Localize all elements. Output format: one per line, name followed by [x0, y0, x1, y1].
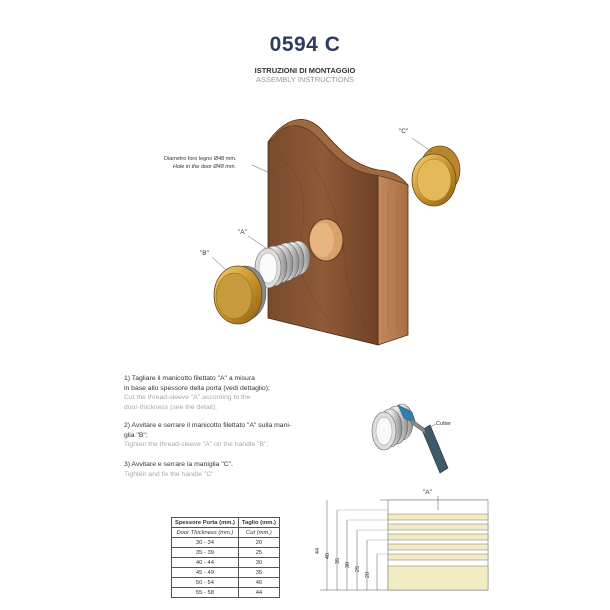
cutter-detail	[371, 403, 449, 474]
cut-detail-drawing	[320, 496, 489, 591]
table-header-thickness: Spessore Porta (mm.)	[171, 517, 239, 528]
label-b: "B"	[200, 250, 209, 257]
dim-label-20: 20	[365, 571, 372, 579]
table-cell: 30 - 34	[171, 537, 239, 548]
hole-leader-line	[251, 164, 291, 183]
table-cell: 44	[237, 587, 280, 598]
subtitle-italian: ISTRUZIONI DI MONTAGGIO	[254, 66, 356, 75]
label-a: "A"	[238, 229, 247, 236]
hole-caption-it: Diametro foro legno Ø48 mm.	[164, 156, 237, 162]
dim-label-25: 25	[355, 565, 362, 573]
step-1-en-line2: door-thickness (see the detail);	[124, 403, 217, 411]
subtitle-english: ASSEMBLY INSTRUCTIONS	[255, 75, 355, 84]
label-c: "C"	[399, 128, 409, 135]
table-subheader-row: Door Thickness (mm.) Cut (mm.)	[171, 527, 280, 538]
detail-label-a: "A"	[423, 489, 432, 496]
step-2-en-line1: Tighten the thread-sleeve "A" on the han…	[124, 441, 269, 448]
table-cell: 45 - 49	[171, 567, 239, 578]
table-cell: 55 - 58	[171, 587, 239, 598]
dim-label-35: 35	[335, 557, 342, 565]
table-cell: 30	[237, 557, 280, 568]
dim-label-40: 40	[325, 552, 332, 560]
table-cell: 25	[237, 547, 280, 558]
step-1: 1) Tagliare il manicotto filettato "A" a…	[124, 374, 344, 412]
hole-caption-en: Hole in the door Ø48 mm.	[173, 164, 236, 170]
step-1-en-line1: Cut the thread-sleeve "A" according to t…	[124, 394, 251, 401]
table-cell: 50 - 54	[171, 577, 239, 588]
handle-c	[411, 137, 461, 207]
table-cell: 35 - 39	[171, 547, 239, 558]
dim-label-44: 44	[315, 547, 322, 555]
step-2-it-line1: 2) Avvitare e serrare il manicotto filet…	[124, 422, 292, 429]
wood-door-block	[267, 119, 409, 346]
step-3-it-line1: 3) Avvitare e serrare la maniglia "C".	[124, 461, 233, 468]
step-1-it-line1: 1) Tagliare il manicotto filettato "A" a…	[124, 375, 255, 382]
table-subheader-cut: Cut (mm.)	[237, 527, 280, 538]
table-header-cut: Taglio (mm.)	[237, 517, 280, 528]
cutter-label: Cutter	[436, 421, 451, 427]
step-2-it-line2: glia "B";	[124, 431, 148, 439]
step-1-it-line2: in base allo spessore della porta (vedi …	[124, 384, 270, 392]
table-subheader-thickness: Door Thickness (mm.)	[171, 527, 239, 538]
table-header-row: Spessore Porta (mm.) Taglio (mm.)	[171, 517, 280, 528]
step-3: 3) Avvitare e serrare la maniglia "C". T…	[124, 460, 344, 479]
document-title: 0594 C	[269, 33, 341, 56]
table-cell: 20	[237, 537, 280, 548]
handle-b	[211, 256, 267, 325]
cut-table: Spessore Porta (mm.) Taglio (mm.) Door T…	[171, 517, 280, 598]
dim-label-30: 30	[345, 561, 352, 569]
table-cell: 40 - 44	[171, 557, 239, 568]
step-3-en-line1: Tighten and fix the handle "C"	[124, 470, 214, 478]
table-cell: 40	[237, 577, 280, 588]
step-2: 2) Avvitare e serrare il manicotto filet…	[124, 421, 344, 450]
table-cell: 35	[237, 567, 280, 578]
thread-sleeve-a	[247, 235, 311, 289]
